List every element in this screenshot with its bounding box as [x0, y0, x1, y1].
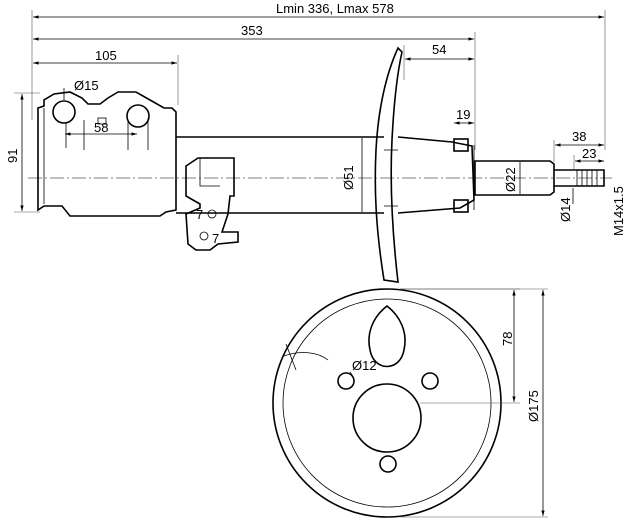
label-23: 23	[582, 146, 596, 161]
label-58: 58	[94, 120, 108, 135]
dimension-91: 91	[5, 92, 40, 213]
label-bracket-7b: 7	[212, 231, 219, 246]
mount-bolt-hole-1	[337, 372, 355, 390]
mount-hole-left	[52, 100, 76, 124]
label-diam-175: Ø175	[526, 390, 541, 422]
label-diam-22: Ø22	[503, 167, 518, 192]
label-diam-14: Ø14	[558, 197, 573, 222]
label-overall-length: Lmin 336, Lmax 578	[276, 1, 394, 16]
label-38: 38	[572, 129, 586, 144]
label-105: 105	[95, 48, 117, 63]
label-78: 78	[500, 332, 515, 346]
dimension-23: 23	[573, 146, 604, 170]
dimension-105: 105	[33, 48, 179, 105]
label-19: 19	[456, 107, 470, 122]
label-bracket-7a: 7	[196, 207, 203, 222]
dimension-38: 38	[553, 129, 604, 162]
mount-disc-center-bore	[352, 383, 422, 453]
mount-hole-right	[126, 104, 150, 128]
dimension-diam-12: Ø12	[349, 358, 377, 376]
label-diam-51: Ø51	[341, 165, 356, 190]
dimension-overall-length: Lmin 336, Lmax 578	[31, 1, 606, 150]
dimension-diam-175: Ø175	[400, 288, 548, 518]
label-353: 353	[241, 23, 263, 38]
mount-locating-tab	[368, 304, 406, 368]
label-thread-m14: M14x1.5	[611, 186, 626, 236]
label-diam-15: Ø15	[74, 78, 99, 93]
label-54: 54	[432, 42, 446, 57]
dimension-78: 78	[400, 288, 520, 404]
dimension-58: 58	[65, 120, 137, 136]
dimension-54: 54	[403, 42, 474, 80]
mount-bolt-hole-2	[421, 372, 439, 390]
label-diam-12: Ø12	[352, 358, 377, 373]
strut-housing	[37, 91, 384, 251]
dimension-353: 353	[33, 23, 476, 150]
label-91: 91	[5, 149, 20, 163]
upper-tube	[397, 136, 475, 214]
dimension-19: 19	[454, 107, 474, 125]
piston-rod	[474, 160, 605, 196]
mount-bolt-hole-3	[379, 455, 397, 473]
spring-seat	[374, 46, 403, 283]
dimension-15: Ø15	[63, 78, 99, 100]
